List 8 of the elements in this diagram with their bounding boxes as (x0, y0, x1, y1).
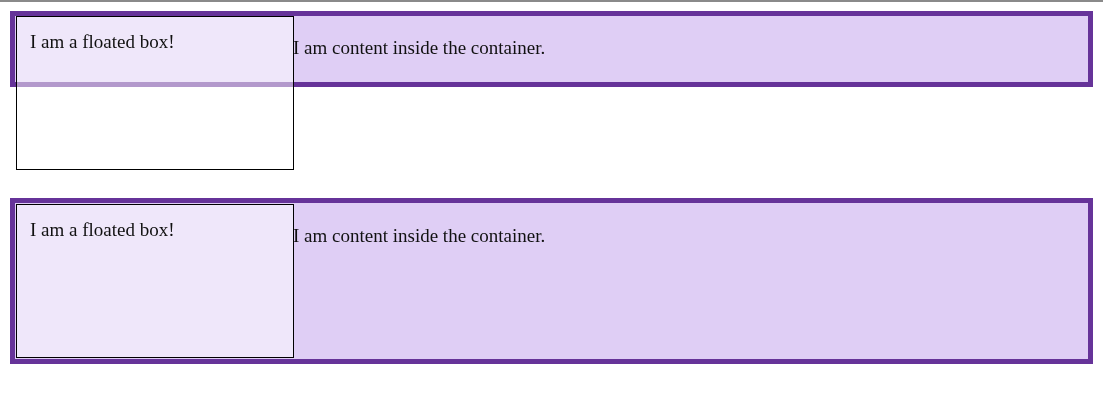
container-box (10, 198, 1093, 364)
content-text: I am content inside the container. (293, 225, 546, 247)
container-box (10, 11, 1093, 87)
box-text: I am a floated box! (30, 219, 175, 241)
box-text: I am a floated box! (30, 31, 175, 53)
floated-box (16, 16, 294, 170)
content-text: I am content inside the container. (293, 37, 546, 59)
floated-box (16, 204, 294, 358)
